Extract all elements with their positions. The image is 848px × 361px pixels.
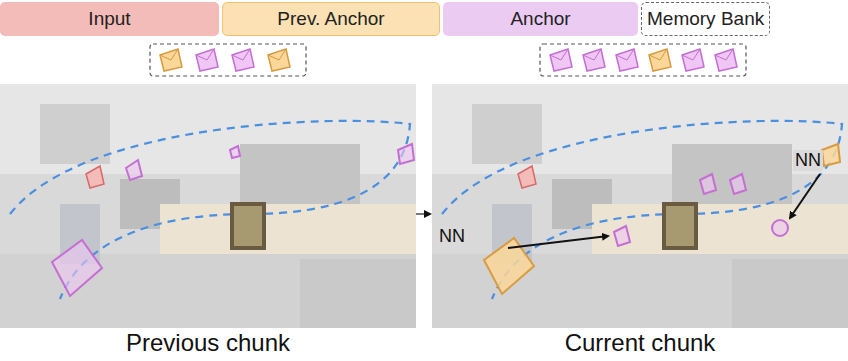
legend-swatch: Anchor	[443, 2, 638, 36]
legend-text: Anchor	[510, 8, 570, 30]
nn-label: NN	[793, 150, 823, 171]
panel-caption: Previous chunk	[126, 329, 290, 357]
legend-text: Prev. Anchor	[277, 8, 384, 30]
nn-label: NN	[437, 226, 467, 247]
legend-swatch: Memory Bank	[641, 2, 770, 36]
legend-swatch: Input	[0, 2, 219, 36]
legend-text: Memory Bank	[647, 8, 764, 30]
legend-text: Input	[88, 8, 130, 30]
panel-caption: Current chunk	[565, 329, 716, 357]
legend-swatch: Prev. Anchor	[222, 2, 440, 36]
